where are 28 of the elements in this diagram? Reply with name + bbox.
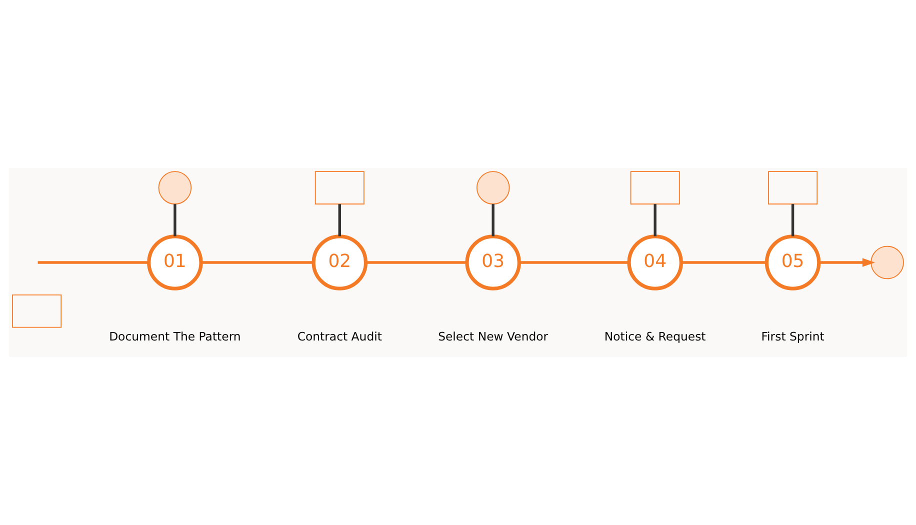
connector [38, 261, 149, 264]
connector [174, 204, 176, 236]
connector [366, 261, 467, 264]
node-box [12, 294, 62, 328]
arrow [819, 258, 876, 267]
node-circle [870, 246, 904, 280]
connector [519, 261, 629, 264]
node-circle [476, 171, 510, 204]
connector [791, 204, 794, 236]
node-box [314, 171, 364, 204]
node-label: Notice & Request [604, 329, 706, 344]
node-label: Document The Pattern [109, 329, 241, 344]
node-circle: 04 [627, 234, 683, 290]
node-circle [158, 171, 192, 204]
node-circle: 01 [147, 234, 203, 290]
node-label: Select New Vendor [438, 329, 548, 344]
node-label: Contract Audit [297, 329, 382, 344]
connector [338, 204, 341, 236]
connector [492, 204, 494, 236]
connector [201, 261, 314, 264]
connector [681, 261, 767, 264]
node-circle: 02 [312, 234, 368, 290]
node-box [768, 171, 818, 204]
connector [654, 204, 656, 236]
node-box [630, 171, 680, 204]
node-circle: 05 [764, 234, 821, 290]
node-circle: 03 [465, 234, 521, 290]
node-label: First Sprint [761, 329, 824, 344]
